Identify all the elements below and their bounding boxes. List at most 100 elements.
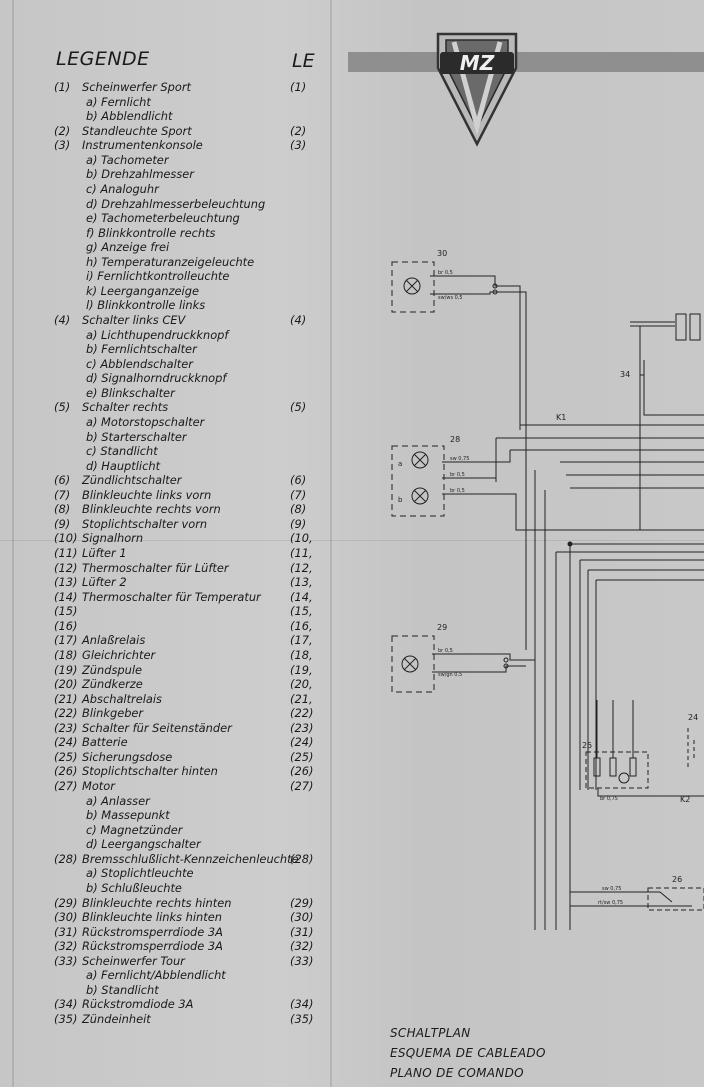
- legend-item: (11)Lüfter 1(11,: [0, 546, 320, 561]
- legend-item-text: Zündlichtschalter: [82, 473, 182, 488]
- legend-item: l) Blinkkontrolle links: [0, 298, 320, 313]
- stop-lamp-icon: [411, 451, 429, 469]
- legend-title: LEGENDE: [56, 48, 150, 70]
- legend-item-text: Rückstromdiode 3A: [82, 997, 194, 1012]
- legend-item: c) Abblendschalter: [0, 357, 320, 372]
- lamp-30-housing: [391, 261, 435, 313]
- legend-item: g) Anzeige frei: [0, 240, 320, 255]
- legend-item-number-second-column: (3): [290, 138, 307, 153]
- legend-item-number-second-column: (9): [290, 516, 307, 531]
- legend-item-number: (4): [54, 313, 71, 327]
- legend-item: (5)Schalter rechts(5): [0, 400, 320, 415]
- legend-item: (3)Instrumentenkonsole(3): [0, 138, 320, 153]
- legend-item-text: Lüfter 1: [82, 546, 127, 560]
- legend-item-number: (15): [54, 604, 78, 619]
- header-banner: [348, 52, 704, 72]
- legend-item: a) Anlasser: [0, 794, 320, 809]
- legend-item-text: Blinkleuchte links vorn: [82, 487, 212, 502]
- legend-item: a) Lichthupendruckknopf: [0, 328, 320, 343]
- legend-item-text: Thermoschalter für Lüfter: [82, 560, 229, 575]
- legend-item: (14)Thermoschalter für Temperatur(14,: [0, 590, 320, 605]
- legend-item: b) Starterschalter: [0, 430, 320, 445]
- lamp-29-housing: [391, 635, 435, 693]
- page-fold: [330, 0, 332, 1087]
- component-label-29: 29: [437, 623, 447, 632]
- legend-item-number: (8): [54, 502, 71, 517]
- legend-item-number-second-column: (16,: [290, 618, 313, 633]
- legend-item-text: Bremsschlußlicht-Kennzeichenleuchte: [82, 851, 299, 866]
- legend-item: (16)(16,: [0, 619, 320, 634]
- svg-text:a: a: [398, 460, 402, 468]
- legend-item-number: (3): [54, 138, 71, 153]
- legend-item-text: a) Tachometer: [86, 152, 169, 167]
- legend-item-text: a) Fernlicht/Abblendlicht: [86, 968, 226, 983]
- component-label-25: 25: [582, 741, 592, 750]
- blinker-lamp-icon: [401, 655, 419, 673]
- page-crease: [0, 540, 704, 541]
- legend-item: (12)Thermoschalter für Lüfter(12,: [0, 561, 320, 576]
- legend-item: c) Analoguhr: [0, 182, 320, 197]
- legend-item-text: c) Analoguhr: [86, 181, 159, 196]
- legend-item-text: e) Tachometerbeleuchtung: [86, 211, 240, 226]
- legend-item: d) Leergangschalter: [0, 837, 320, 852]
- caption-plano: PLANO DE COMANDO: [390, 1066, 524, 1080]
- legend-item-number-second-column: (28): [290, 851, 314, 866]
- legend-item-text: b) Fernlichtschalter: [86, 342, 197, 357]
- legend-item-number: (27): [54, 779, 78, 793]
- legend-item-number-second-column: (10,: [290, 531, 313, 546]
- legend-item-number-second-column: (27): [290, 779, 314, 793]
- legend-item: (23)Schalter für Seitenständer(23): [0, 721, 320, 736]
- legend-item-number-second-column: (30): [290, 910, 314, 925]
- tail-lamp-icon: [411, 487, 429, 505]
- legend-item-text: Rückstromsperrdiode 3A: [82, 924, 223, 939]
- legend-item-number: (14): [54, 589, 78, 604]
- legend-item: d) Signalhorndruckknopf: [0, 371, 320, 386]
- legend-item-text: a) Motorstopschalter: [86, 414, 205, 429]
- component-label-26: 26: [672, 875, 682, 884]
- legend-item-number-second-column: (22): [290, 706, 314, 721]
- legend-item-text: g) Anzeige frei: [86, 240, 170, 255]
- legend-item: (30)Blinkleuchte links hinten(30): [0, 910, 320, 925]
- legend-item: h) Temperaturanzeigeleuchte: [0, 255, 320, 270]
- svg-text:br 0,5: br 0,5: [438, 648, 453, 654]
- svg-text:br 0,5: br 0,5: [438, 270, 453, 276]
- legend-item-text: Stoplichtschalter hinten: [82, 764, 218, 779]
- legend-item-number: (7): [54, 487, 71, 502]
- legend-item: i) Fernlichtkontrolleuchte: [0, 269, 320, 284]
- legend-item-text: Motor: [82, 779, 115, 793]
- connector-k1: K1: [556, 413, 566, 422]
- legend-item-text: i) Fernlichtkontrolleuchte: [86, 269, 230, 284]
- legend-item-number-second-column: (20,: [290, 677, 313, 692]
- legend-item-number: (20): [54, 677, 78, 692]
- legend-item: (19)Zündspule(19,: [0, 663, 320, 678]
- legend-item-text: Blinkgeber: [82, 706, 144, 721]
- lamp-icon: [403, 277, 421, 295]
- legend-item: b) Schlußleuchte: [0, 881, 320, 896]
- legend-item-text: f) Blinkkontrolle rechts: [86, 225, 216, 240]
- legend-item: (15)(15,: [0, 604, 320, 619]
- legend-item-text: d) Leergangschalter: [86, 837, 201, 852]
- legend-item-number: (6): [54, 473, 71, 488]
- legend-item: (28)Bremsschlußlicht-Kennzeichenleuchte(…: [0, 852, 320, 867]
- legend-item: a) Tachometer: [0, 153, 320, 168]
- legend-item: a) Fernlicht: [0, 95, 320, 110]
- legend-item-text: h) Temperaturanzeigeleuchte: [86, 254, 255, 269]
- legend-item-text: Stoplichtschalter vorn: [82, 516, 208, 531]
- legend-item-number-second-column: (5): [290, 400, 307, 415]
- legend-item-number: (24): [54, 735, 78, 750]
- legend-title-second-column: LE: [292, 50, 315, 72]
- svg-text:rt/sw 0,75: rt/sw 0,75: [598, 900, 623, 906]
- legend-item-text: a) Anlasser: [86, 793, 150, 808]
- legend-item: d) Hauptlicht: [0, 459, 320, 474]
- legend-item-text: b) Massepunkt: [86, 808, 170, 823]
- legend-item-number: (30): [54, 910, 78, 925]
- legend-item-number: (25): [54, 749, 78, 764]
- legend-item-text: d) Signalhorndruckknopf: [86, 371, 227, 386]
- svg-text:br 0,75: br 0,75: [600, 796, 618, 802]
- legend-item-number-second-column: (8): [290, 502, 307, 517]
- legend-item-text: Blinkleuchte rechts vorn: [82, 502, 221, 517]
- legend-item: b) Standlicht: [0, 983, 320, 998]
- legend-item-number-second-column: (12,: [290, 560, 313, 575]
- legend-item-text: c) Abblendschalter: [86, 356, 193, 371]
- legend-item: c) Magnetzünder: [0, 823, 320, 838]
